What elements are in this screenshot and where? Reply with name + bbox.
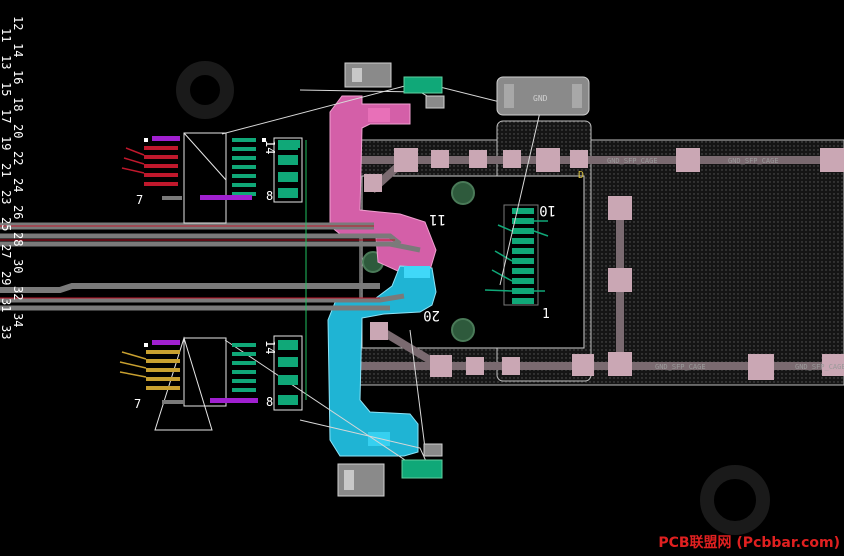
- pin-number-even: 30: [11, 259, 25, 273]
- pin-label-10: 10: [539, 202, 556, 218]
- designator-d: D: [578, 170, 584, 181]
- top-ic-pin-14: 14: [263, 140, 277, 154]
- gnd-cage-label-1: GND_SFP_CAGE: [607, 157, 658, 165]
- sfp-connector-pins: 10 1 11 20: [423, 202, 556, 323]
- pin-label-1: 1: [542, 307, 550, 322]
- pin-number-odd: 33: [0, 325, 13, 339]
- pin-number-odd: 11: [0, 28, 13, 42]
- pin-number-even: 20: [11, 124, 25, 138]
- gnd-cage-traces: GND_SFP_CAGE GND_SFP_CAGE GND_SFP_CAGE G…: [360, 148, 844, 380]
- pin-label-20: 20: [423, 307, 440, 323]
- gnd-cage-label-4: GND_SFP_CAGE: [795, 363, 844, 371]
- pin-number-odd: 21: [0, 163, 13, 177]
- bot-ic-pin-7: 7: [134, 397, 141, 411]
- pin-number-even: 22: [11, 151, 25, 165]
- pin-number-even: 28: [11, 232, 25, 246]
- pin-number-even: 32: [11, 286, 25, 300]
- pin-number-odd: 13: [0, 55, 13, 69]
- bottom-small-components: [337, 443, 443, 497]
- pin-number-even: 12: [11, 16, 25, 30]
- pin-number-odd: 25: [0, 217, 13, 231]
- pin-number-even: 16: [11, 70, 25, 84]
- pin-number-odd: 31: [0, 298, 13, 312]
- top-ic-pin-8: 8: [266, 189, 273, 203]
- pin-number-odd: 15: [0, 82, 13, 96]
- bot-ic-pin-8: 8: [266, 395, 273, 409]
- bottom-ic-footprint: 14 8 7: [119, 335, 303, 431]
- pin-number-even: 34: [11, 313, 25, 327]
- gnd-cage-label-3: GND_SFP_CAGE: [655, 363, 706, 371]
- pin-number-odd: 17: [0, 109, 13, 123]
- top-small-components: GND: [344, 62, 590, 116]
- pin-number-even: 18: [11, 97, 25, 111]
- pin-number-odd: 19: [0, 136, 13, 150]
- top-ic-footprint: 14 8 7: [121, 132, 303, 224]
- gnd-cage-label-2: GND_SFP_CAGE: [728, 157, 779, 165]
- pin-number-even: 24: [11, 178, 25, 192]
- top-ic-pin-7: 7: [136, 193, 143, 207]
- pin-number-odd: 23: [0, 190, 13, 204]
- pin-number-even: 14: [11, 43, 25, 57]
- bot-ic-pin-14: 14: [263, 340, 277, 354]
- watermark-text: PCB联盟网 (Pcbbar.com): [658, 535, 840, 551]
- pin-number-even: 26: [11, 205, 25, 219]
- faint-background-marks: [176, 61, 770, 535]
- left-pin-number-column: 12 14 16 18 20 22 24 26 28 30 32 34 11 13 15 17 19 21 23 25…: [0, 16, 25, 339]
- pin-number-odd: 29: [0, 271, 13, 285]
- cyan-copper-pour: [327, 265, 437, 457]
- pin-label-11: 11: [429, 211, 446, 227]
- gnd-component-label: GND: [533, 94, 548, 103]
- pin-number-odd: 27: [0, 244, 13, 258]
- differential-pair-traces: [0, 222, 421, 311]
